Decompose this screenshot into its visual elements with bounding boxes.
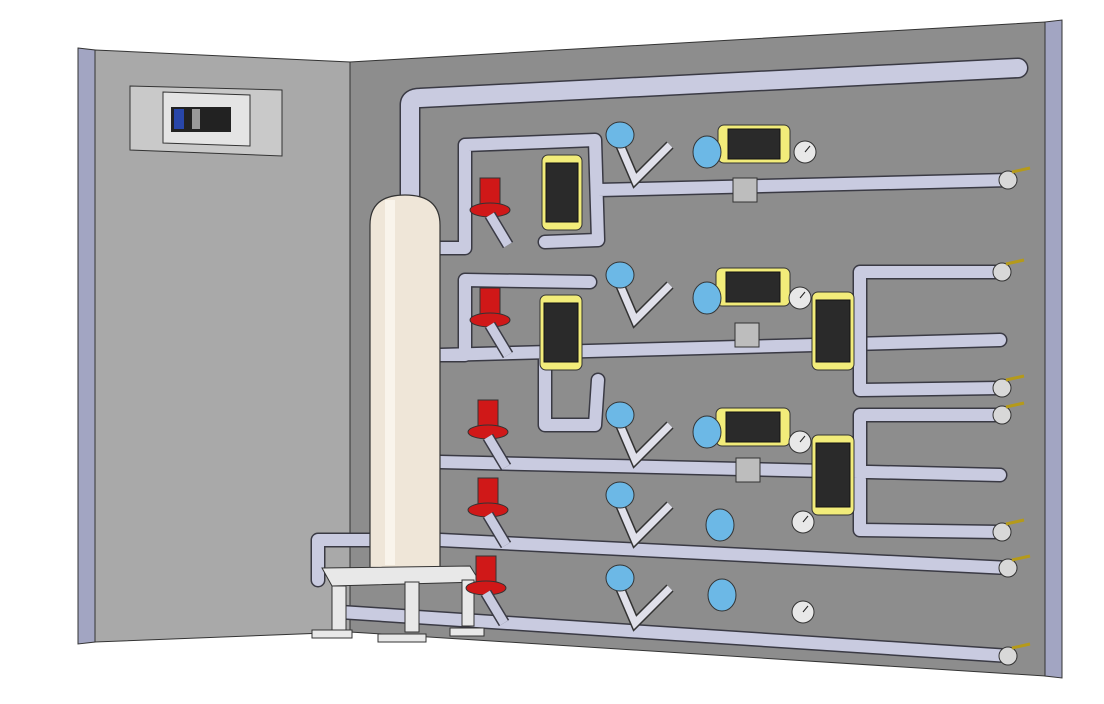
- pneumatic-actuator-valve: [541, 154, 583, 231]
- pneumatic-actuator-valve: [539, 294, 583, 371]
- pressure-transmitter: [692, 281, 722, 315]
- relief-valve: [469, 177, 514, 249]
- hand-ball-valve: [992, 258, 1025, 282]
- row3-pipe: [434, 409, 1006, 538]
- coriolis-flow-meter: [605, 121, 674, 189]
- vessel-stand: [311, 565, 485, 643]
- row1-pipe: [434, 134, 1016, 254]
- left-wall-edge: [77, 47, 96, 645]
- filter-vessel: [369, 194, 441, 571]
- hand-ball-valve: [998, 554, 1031, 578]
- ball-valve-body: [734, 322, 760, 348]
- pressure-gauge: [791, 600, 815, 624]
- hand-ball-valve: [992, 518, 1025, 542]
- relief-valve: [465, 555, 510, 627]
- pressure-transmitter: [692, 135, 722, 169]
- hand-ball-valve: [998, 642, 1031, 666]
- components: [465, 121, 1031, 666]
- pressure-gauge: [788, 430, 812, 454]
- pipe-network: [310, 57, 1029, 664]
- relief-valve: [467, 399, 512, 471]
- ball-valve-body: [735, 457, 761, 483]
- pressure-transmitter: [705, 508, 735, 542]
- coriolis-flow-meter: [605, 261, 674, 329]
- row2-branch-pipe: [854, 266, 1006, 396]
- coriolis-flow-meter: [605, 401, 674, 469]
- pressure-transmitter: [692, 415, 722, 449]
- main-header-pipe: [401, 59, 1027, 204]
- pneumatic-actuator-valve: [715, 267, 791, 307]
- relief-valve: [467, 477, 512, 549]
- row5-pipe: [334, 606, 1016, 662]
- hand-ball-valve: [992, 374, 1025, 398]
- hand-ball-valve: [992, 401, 1025, 425]
- ball-valve-body: [732, 177, 758, 203]
- pressure-gauge: [791, 510, 815, 534]
- hand-ball-valve: [998, 166, 1031, 190]
- coriolis-flow-meter: [605, 564, 674, 632]
- coriolis-flow-meter: [605, 481, 674, 549]
- pressure-transmitter: [707, 578, 737, 612]
- row2-pipe: [434, 274, 1006, 431]
- control-cabinet: [129, 85, 283, 157]
- pneumatic-actuator-valve: [811, 291, 855, 371]
- pneumatic-actuator-valve: [811, 434, 855, 516]
- pressure-gauge: [793, 140, 817, 164]
- back-wall-edge: [1044, 19, 1063, 679]
- relief-valve: [469, 287, 514, 359]
- pressure-gauge: [788, 286, 812, 310]
- pneumatic-actuator-valve: [715, 407, 791, 447]
- pneumatic-actuator-valve: [717, 124, 791, 164]
- row4-pipe: [312, 534, 1016, 586]
